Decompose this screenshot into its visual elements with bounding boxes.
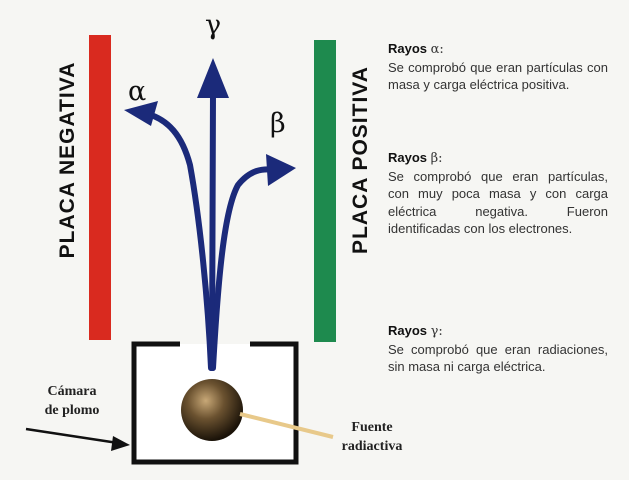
beta-ray	[210, 166, 279, 371]
ray-bundle	[145, 89, 279, 371]
source-pointer	[239, 412, 334, 439]
gamma-symbol: γ	[205, 10, 222, 41]
gamma-description: Rayos γ: Se comprobó que eran radiacione…	[388, 322, 608, 376]
radioactive-source	[181, 379, 243, 441]
chamber-label-line1: Cámara	[47, 384, 97, 399]
positive-plate-label: PLACA POSITIVA	[349, 66, 372, 254]
source-label: Fuente radiactiva	[322, 418, 422, 456]
alpha-title: Rayos	[388, 41, 428, 56]
beta-symbol: β	[270, 108, 286, 139]
beta-title-symbol: β:	[430, 151, 443, 166]
gamma-arrowhead	[197, 58, 229, 98]
positive-plate	[314, 40, 336, 342]
negative-plate-label: PLACA NEGATIVA	[56, 61, 79, 259]
negative-plate	[89, 35, 111, 340]
chamber-label: Cámara de plomo	[22, 382, 122, 420]
alpha-arrowhead	[124, 101, 158, 126]
beta-arrowhead	[266, 154, 296, 186]
gamma-description-text: Se comprobó que eran radiaciones, sin ma…	[388, 341, 608, 375]
alpha-title-symbol: α:	[430, 42, 444, 57]
gamma-description-title: Rayos γ:	[388, 322, 608, 341]
chamber-pointer-head	[111, 436, 130, 451]
alpha-ray	[145, 111, 214, 371]
gamma-title: Rayos	[388, 323, 428, 338]
source-label-line1: Fuente	[351, 420, 393, 435]
alpha-description-title: Rayos α:	[388, 40, 608, 59]
chamber-pointer-line	[25, 427, 119, 445]
chamber-label-line2: de plomo	[44, 403, 100, 418]
alpha-description: Rayos α: Se comprobó que eran partículas…	[388, 40, 608, 94]
alpha-symbol: α	[128, 76, 147, 107]
lead-chamber-outline	[131, 341, 299, 465]
source-label-line2: radiactiva	[341, 439, 403, 454]
beta-description-title: Rayos β:	[388, 149, 608, 168]
beta-title: Rayos	[388, 150, 428, 165]
beta-description-text: Se comprobó que eran partículas, con muy…	[388, 168, 608, 237]
gamma-title-symbol: γ:	[430, 324, 443, 339]
beta-description: Rayos β: Se comprobó que eran partículas…	[388, 149, 608, 238]
alpha-description-text: Se comprobó que eran partículas con masa…	[388, 59, 608, 93]
gamma-ray	[209, 89, 216, 371]
